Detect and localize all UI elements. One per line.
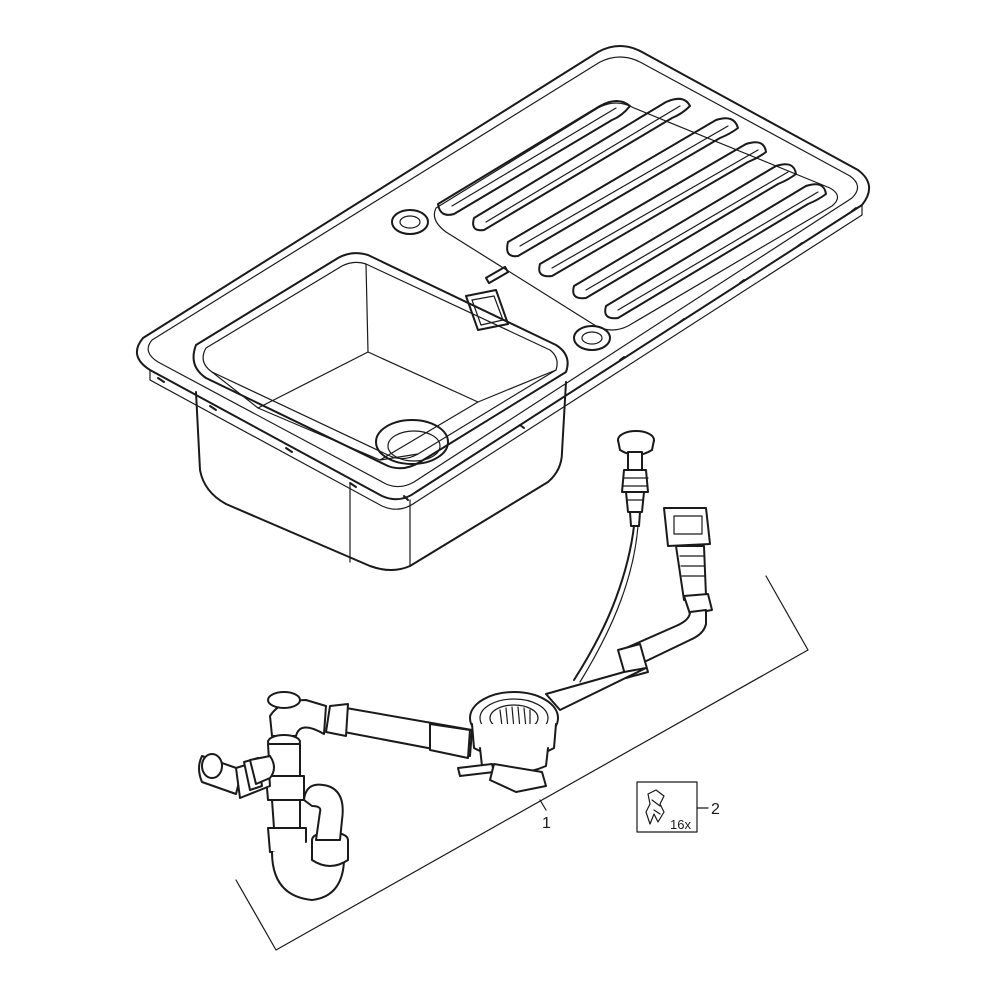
strainer-basket (469, 691, 559, 774)
clips-frame (636, 781, 698, 833)
sink-unit (135, 45, 870, 571)
bowl-opening-inner (202, 261, 558, 460)
bowl-opening (192, 252, 569, 470)
bowl-floor (257, 351, 479, 461)
callout-number-2: 2 (711, 801, 720, 818)
overflow-pipe (625, 609, 707, 665)
drainer-area (433, 102, 839, 331)
sink-rim-edge (149, 204, 863, 510)
clips-callout: 16x 2 (636, 781, 720, 833)
rim-clip-marks (157, 207, 857, 501)
sink-outer-rim (135, 45, 870, 501)
clips-quantity: 16x (670, 817, 691, 832)
callout-number-1: 1 (542, 815, 551, 832)
bowl-underside (195, 381, 567, 571)
overflow-head (663, 507, 713, 615)
overflow-cover (465, 289, 509, 331)
bottle-trap (265, 691, 349, 901)
bowl-drain-hole (375, 419, 449, 465)
tap-hole-left (391, 209, 429, 235)
drainer-groove (538, 141, 767, 278)
pop-up-lever (457, 763, 495, 777)
bowden-cable (573, 525, 635, 681)
drainer-groove (472, 97, 691, 232)
callout-bracket-1: 1 (235, 575, 809, 951)
tap-hole-right (573, 325, 611, 351)
sink-inner-rim (147, 56, 859, 488)
drainer-groove (437, 100, 631, 216)
clip-icon (645, 789, 665, 825)
side-nozzle (198, 753, 275, 799)
waste-kit (198, 430, 713, 901)
pop-up-knob (617, 430, 655, 527)
drainer-grooves (437, 97, 827, 320)
drainer-groove (506, 117, 739, 258)
drainer-groove (572, 163, 797, 300)
drainer-groove (604, 183, 827, 320)
